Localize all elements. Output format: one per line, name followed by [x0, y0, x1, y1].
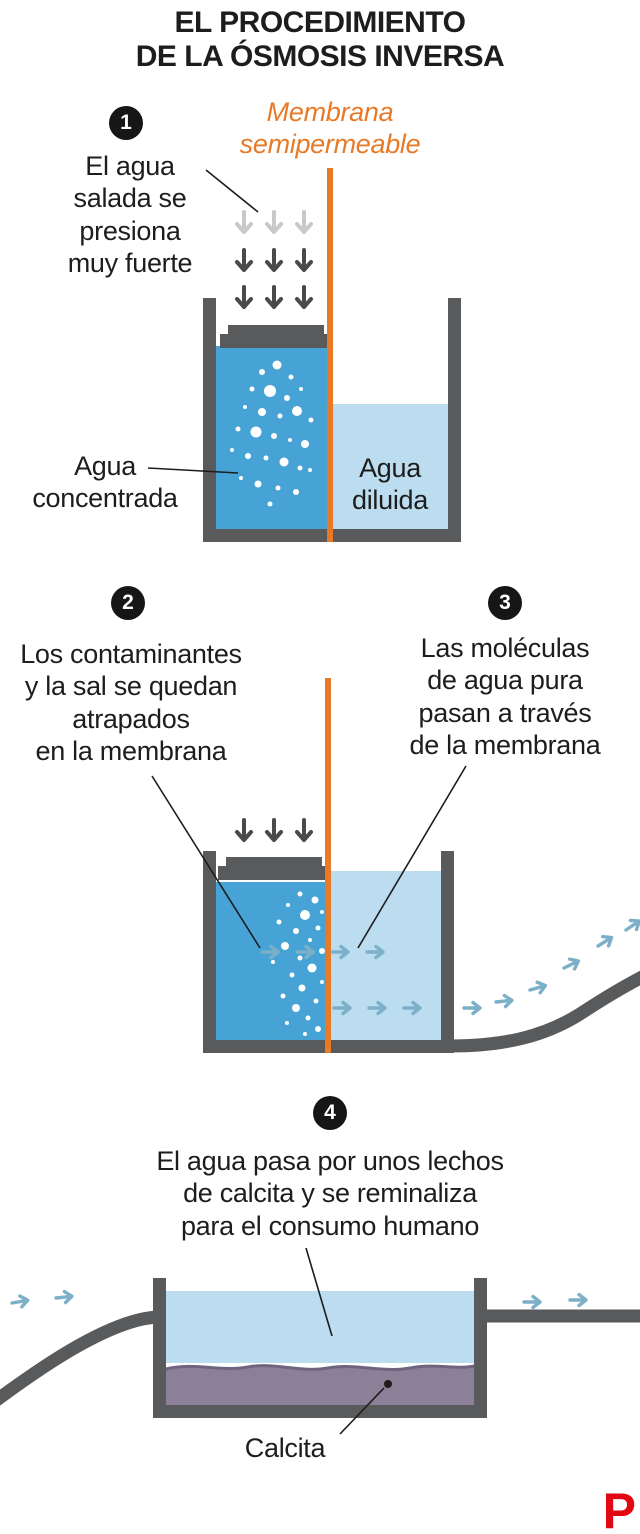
infographic-title: EL PROCEDIMIENTO DE LA ÓSMOSIS INVERSA — [135, 6, 505, 73]
tank-3-left-wall — [153, 1278, 166, 1418]
flow-arrows-outlet-4 — [522, 1292, 588, 1310]
diluted-water-label: Agua diluida — [352, 453, 428, 516]
down-arrow-icon — [265, 818, 283, 842]
down-arrow-icon — [295, 210, 313, 234]
tank-2-left-wall — [203, 851, 216, 1053]
pressure-arrows-step2 — [235, 818, 313, 842]
piston-1-handle — [228, 325, 324, 334]
step4-connector-line — [305, 1247, 333, 1337]
tank-3-right-wall — [474, 1278, 487, 1418]
down-arrow-icon — [265, 248, 283, 272]
down-arrow-icon — [295, 818, 313, 842]
water-tank-3 — [166, 1291, 474, 1363]
concentrated-water-label: Agua concentrada — [32, 451, 178, 514]
flow-arrow-icon — [559, 954, 583, 975]
diluted-water-1 — [333, 404, 448, 529]
bubbles-1 — [230, 360, 314, 507]
step-2-text: Los contaminantes y la sal se quedan atr… — [20, 639, 242, 767]
outlet-pipe-2 — [443, 970, 640, 1053]
down-arrow-icon — [235, 818, 253, 842]
step-3-text: Las moléculas de agua pura pasan a travé… — [409, 633, 601, 761]
concentrated-water-connector-line — [147, 467, 239, 474]
bubbles-2 — [271, 891, 325, 1036]
step2-connector-line — [151, 775, 261, 949]
down-arrow-icon — [295, 248, 313, 272]
tank-3-bottom — [153, 1405, 487, 1418]
flow-arrow-icon — [593, 931, 617, 953]
calcite-pointer-dot — [384, 1380, 392, 1388]
piston-2 — [218, 866, 328, 880]
flow-arrow-icon — [9, 1293, 31, 1311]
membrane-1 — [327, 168, 333, 542]
step-3-badge: 3 — [488, 586, 522, 620]
flow-arrows-inlet-4 — [9, 1289, 75, 1311]
down-arrow-icon — [235, 248, 253, 272]
tank-1 — [203, 168, 461, 542]
calcite-label: Calcita — [244, 1433, 326, 1463]
down-arrow-icon — [235, 210, 253, 234]
diluted-water-2 — [331, 871, 441, 1040]
step1-connector-line — [205, 169, 259, 213]
step-1-badge: 1 — [109, 106, 143, 140]
membrane-label: Membrana semipermeable — [239, 97, 421, 160]
tank-1-right-wall — [448, 298, 461, 542]
inlet-pipe-4 — [0, 1310, 169, 1406]
down-arrow-icon — [265, 285, 283, 309]
down-arrow-icon — [295, 285, 313, 309]
publisher-logo-p: P — [602, 1483, 636, 1534]
tank-3 — [153, 1278, 487, 1418]
flow-arrow-icon — [53, 1289, 75, 1306]
flow-arrow-icon — [526, 978, 549, 997]
tank-1-left-wall — [203, 298, 216, 542]
flow-arrow-icon — [462, 1000, 482, 1016]
step-4-text: El agua pasa por unos lechos de calcita … — [156, 1146, 504, 1241]
down-arrow-icon — [265, 210, 283, 234]
step-2-badge: 2 — [111, 586, 145, 620]
step-1-text: El agua salada se presiona muy fuerte — [67, 151, 193, 279]
flow-arrow-icon — [522, 1294, 542, 1310]
tank-2-right-wall — [441, 851, 454, 1053]
step-4-badge: 4 — [313, 1096, 347, 1130]
piston-1 — [220, 334, 330, 348]
membrane-2 — [325, 678, 331, 1053]
down-arrow-icon — [235, 285, 253, 309]
step3-connector-line — [357, 765, 467, 949]
calcite-surface-line — [164, 1364, 476, 1371]
flow-arrow-icon — [568, 1292, 588, 1308]
calcite-bed — [166, 1365, 474, 1405]
piston-2-handle — [226, 857, 322, 866]
calcite-connector-line — [339, 1387, 385, 1435]
flow-arrow-icon — [493, 993, 515, 1010]
pressure-arrows-step1 — [235, 210, 313, 309]
flow-arrow-icon — [621, 914, 640, 937]
